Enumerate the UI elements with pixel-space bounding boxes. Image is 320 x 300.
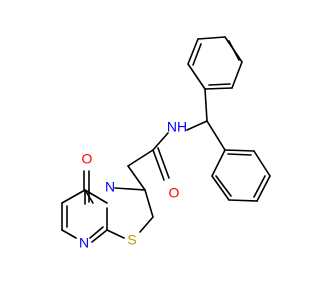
bond bbox=[253, 175, 266, 198]
bond bbox=[215, 175, 232, 197]
bond bbox=[211, 149, 226, 177]
bond bbox=[106, 229, 125, 239]
bond bbox=[152, 132, 169, 151]
bond bbox=[228, 40, 240, 61]
bond bbox=[89, 226, 104, 239]
bond bbox=[204, 87, 233, 90]
bond bbox=[206, 120, 226, 151]
bond bbox=[91, 229, 108, 243]
bond bbox=[61, 229, 77, 239]
bond bbox=[187, 38, 199, 65]
bond bbox=[186, 120, 208, 131]
molecule-canvas: O N N S O NH bbox=[61, 36, 271, 251]
bond bbox=[84, 189, 94, 204]
bond bbox=[228, 199, 258, 202]
bond bbox=[187, 63, 206, 90]
bond bbox=[227, 153, 252, 156]
atom-label-n-pyrimidine: N bbox=[79, 235, 89, 251]
bond bbox=[192, 43, 202, 66]
bond bbox=[208, 83, 231, 86]
bond bbox=[144, 189, 154, 218]
bond bbox=[114, 187, 146, 191]
bond bbox=[204, 88, 208, 122]
atom-label-s: S bbox=[127, 232, 136, 248]
bond bbox=[127, 149, 154, 167]
bond bbox=[61, 189, 86, 204]
bond bbox=[197, 36, 226, 40]
bond bbox=[231, 61, 243, 89]
bond bbox=[157, 147, 170, 179]
atom-label-n-ring: N bbox=[105, 179, 115, 195]
bond bbox=[224, 149, 255, 152]
molecule-structure: O N N S O NH bbox=[61, 36, 271, 251]
atom-label-nh: NH bbox=[167, 119, 187, 135]
atom-label-o-amide: O bbox=[169, 185, 180, 201]
atom-label-o-ring: O bbox=[82, 151, 93, 167]
bond bbox=[127, 165, 146, 191]
bond bbox=[253, 150, 271, 177]
bond bbox=[211, 175, 230, 201]
bond bbox=[152, 149, 165, 181]
bond bbox=[256, 175, 271, 202]
bond bbox=[139, 216, 154, 233]
